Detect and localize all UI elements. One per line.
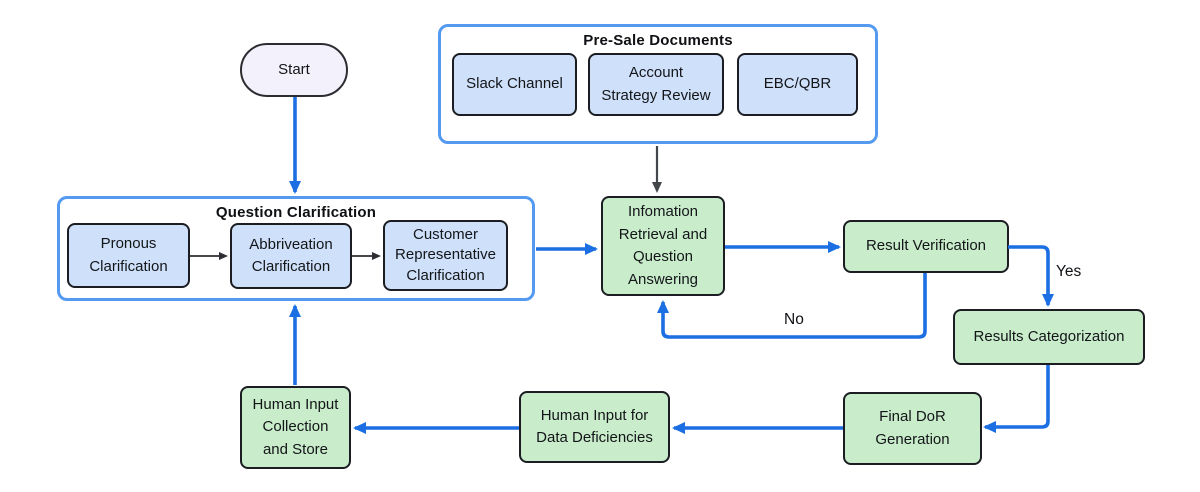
edge-label-no: No xyxy=(784,311,804,328)
node-start: Start xyxy=(240,43,348,97)
node-account-strategy-review: Account Strategy Review xyxy=(588,53,724,116)
node-human-input-collection-and-store: Human Input Collection and Store xyxy=(240,386,351,469)
edge-result-verification-yes-to-results-categorization xyxy=(1008,245,1054,307)
presale-documents-group: Pre-Sale Documents Slack Channel Account… xyxy=(438,24,878,144)
node-customer-representative-clarification: Customer Representative Clarification xyxy=(383,220,508,291)
presale-documents-title: Pre-Sale Documents xyxy=(583,32,733,49)
node-result-verification: Result Verification xyxy=(843,220,1009,273)
question-clarification-title: Question Clarification xyxy=(215,204,377,221)
node-information-retrieval-question-answering: Infomation Retrieval and Question Answer… xyxy=(601,196,725,296)
node-abbriveation-clarification: Abbriveation Clarification xyxy=(230,223,352,289)
edge-label-yes: Yes xyxy=(1056,263,1082,280)
node-pronous-clarification: Pronous Clarification xyxy=(67,223,190,288)
node-ebc-qbr: EBC/QBR xyxy=(737,53,858,116)
node-final-dor-generation: Final DoR Generation xyxy=(843,392,982,465)
edge-results-categorization-to-final-dor-generation xyxy=(983,365,1050,433)
node-slack-channel: Slack Channel xyxy=(452,53,577,116)
question-clarification-group: Question Clarification Pronous Clarifica… xyxy=(57,196,535,301)
node-results-categorization: Results Categorization xyxy=(953,309,1145,365)
node-human-input-for-data-deficiencies: Human Input for Data Deficiencies xyxy=(519,391,670,463)
